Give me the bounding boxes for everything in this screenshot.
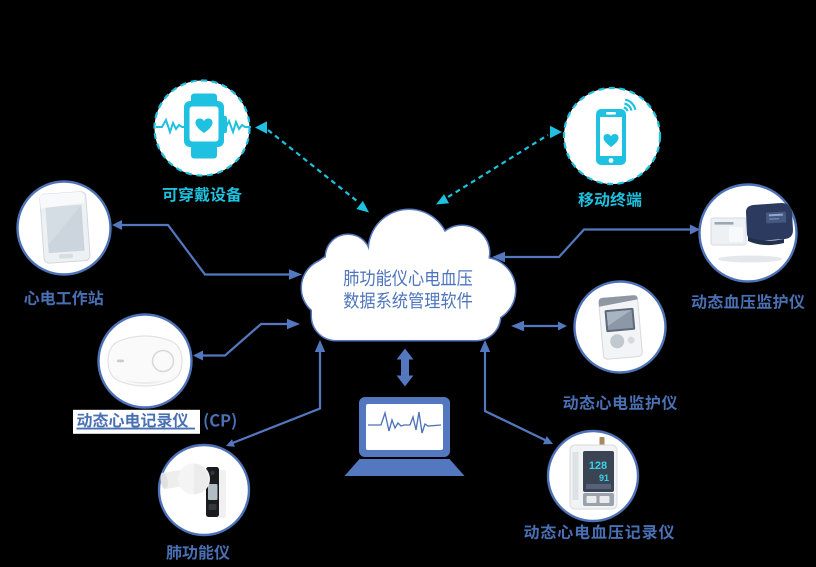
svg-text:128: 128 — [589, 460, 607, 472]
svg-text:91: 91 — [599, 473, 609, 483]
